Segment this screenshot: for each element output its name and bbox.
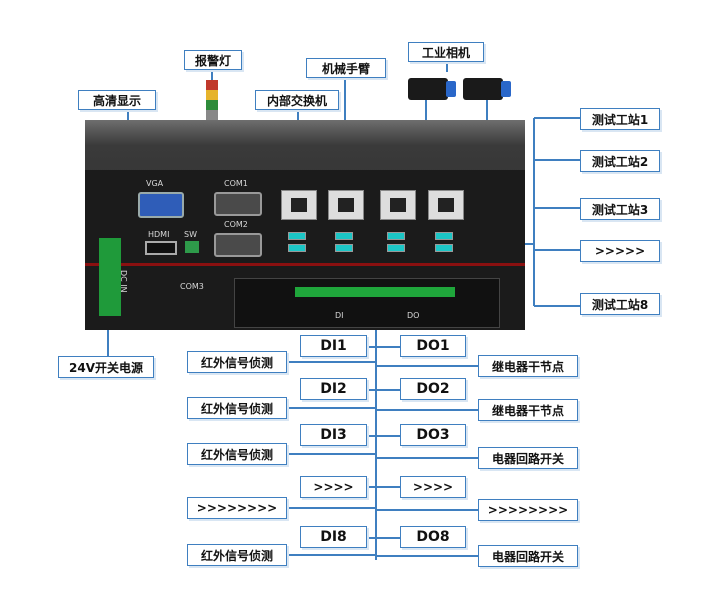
com1-label: COM1	[224, 179, 248, 188]
station-more-label: >>>>>	[580, 240, 660, 262]
circuit-switch-8-label: 电器回路开关	[478, 545, 578, 567]
camera-icon	[463, 78, 511, 100]
robot-arm-label: 机械手臂	[306, 58, 386, 78]
station-2-label: 测试工站2	[580, 150, 660, 172]
dio-terminal-block: DI DO	[234, 278, 500, 328]
di1-label: DI1	[300, 335, 367, 357]
do-label: DO	[407, 311, 420, 320]
di2-label: DI2	[300, 378, 367, 400]
com2-port	[214, 233, 262, 257]
internal-switch-label: 内部交换机	[255, 90, 339, 110]
relay-contact-2-label: 继电器干节点	[478, 399, 578, 421]
lan-port-4	[428, 190, 464, 220]
do8-label: DO8	[400, 526, 466, 548]
industrial-camera-label: 工业相机	[408, 42, 484, 62]
circuit-switch-3-label: 电器回路开关	[478, 447, 578, 469]
dc-power-terminal	[99, 238, 121, 316]
power-24v-label: 24V开关电源	[58, 356, 154, 378]
relay-contact-1-label: 继电器干节点	[478, 355, 578, 377]
station-1-label: 测试工站1	[580, 108, 660, 130]
usb-port	[435, 244, 453, 252]
camera-icon	[408, 78, 456, 100]
di-label: DI	[335, 311, 344, 320]
left-more-label: >>>>>>>>	[187, 497, 287, 519]
do1-label: DO1	[400, 335, 466, 357]
do2-label: DO2	[400, 378, 466, 400]
di3-label: DI3	[300, 424, 367, 446]
com3-label: COM3	[180, 282, 204, 291]
usb-port	[387, 244, 405, 252]
com1-port	[214, 192, 262, 216]
lan-port-3	[380, 190, 416, 220]
right-more-label: >>>>>>>>	[478, 499, 578, 521]
hdmi-port	[145, 241, 177, 255]
hdmi-label: HDMI	[148, 230, 170, 239]
do-more-label: >>>>	[400, 476, 466, 498]
do3-label: DO3	[400, 424, 466, 446]
usb-port	[435, 232, 453, 240]
dc-in-label: DC IN	[119, 270, 128, 293]
com2-label: COM2	[224, 220, 248, 229]
accent-stripe	[85, 263, 525, 266]
vga-port	[138, 192, 184, 218]
di-more-label: >>>>	[300, 476, 367, 498]
station-3-label: 测试工站3	[580, 198, 660, 220]
alarm-lamp-label: 报警灯	[184, 50, 242, 70]
ir-detect-2-label: 红外信号侦测	[187, 397, 287, 419]
usb-port	[387, 232, 405, 240]
usb-port	[335, 232, 353, 240]
usb-port	[288, 232, 306, 240]
power-switch	[185, 241, 199, 253]
hd-display-label: 高清显示	[78, 90, 156, 110]
station-8-label: 测试工站8	[580, 293, 660, 315]
lan-port-2	[328, 190, 364, 220]
ir-detect-8-label: 红外信号侦测	[187, 544, 287, 566]
ir-detect-3-label: 红外信号侦测	[187, 443, 287, 465]
usb-port	[335, 244, 353, 252]
vga-label: VGA	[146, 179, 164, 188]
sw-label: SW	[184, 230, 197, 239]
lan-port-1	[281, 190, 317, 220]
ir-detect-1-label: 红外信号侦测	[187, 351, 287, 373]
usb-port	[288, 244, 306, 252]
di8-label: DI8	[300, 526, 367, 548]
